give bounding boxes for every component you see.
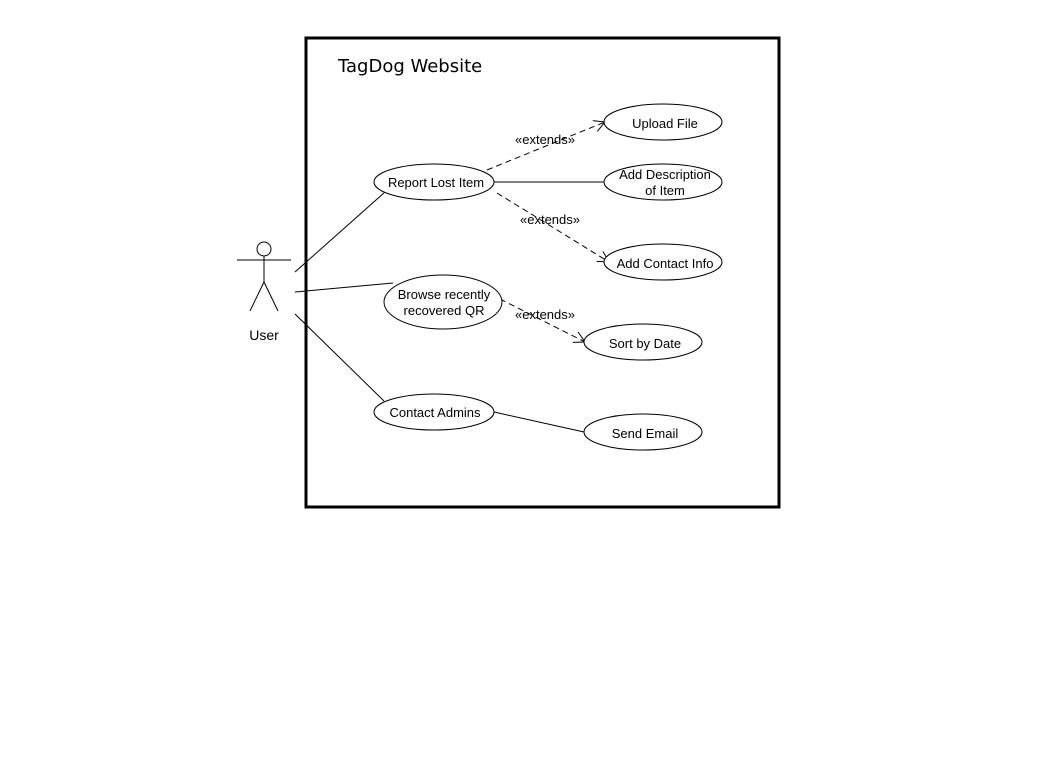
extends-label-contact-info: «extends» (520, 212, 580, 227)
system-boundary (304, 36, 781, 509)
assoc-contact-email (493, 411, 585, 433)
use-case-label: Upload File (632, 116, 698, 131)
actor-leg-left (249, 281, 265, 312)
use-case-label: Report Lost Item (388, 175, 484, 190)
actor-leg-right (263, 281, 279, 312)
use-case-add-description: Add Description of Item (603, 163, 723, 201)
system-title: TagDog Website (337, 56, 482, 77)
use-case-report-lost-item: Report Lost Item (373, 163, 495, 201)
use-case-label: Contact Admins (389, 405, 481, 420)
use-case-add-contact-info: Add Contact Info (603, 243, 723, 281)
use-case-browse-recovered: Browse recently recovered QR (383, 274, 503, 330)
assoc-user-contact (294, 313, 385, 402)
extends-arrow-sort (499, 298, 585, 342)
actor-user: User (237, 241, 291, 343)
use-case-label: Add Contact Info (617, 256, 714, 271)
use-case-upload-file: Upload File (603, 103, 723, 141)
use-case-label-line2: of Item (645, 183, 685, 198)
use-case-label: Sort by Date (609, 336, 681, 351)
assoc-user-report (294, 191, 386, 273)
use-case-sort-by-date: Sort by Date (583, 323, 703, 361)
use-case-label: Send Email (612, 426, 679, 441)
extends-arrow-contact-info (496, 192, 609, 262)
use-case-label-line2: recovered QR (404, 303, 485, 318)
actor-head (256, 241, 272, 257)
extends-arrow-upload (486, 122, 605, 171)
actor-label: User (249, 327, 279, 343)
use-case-label-line1: Add Description (619, 167, 711, 182)
extends-label-upload: «extends» (515, 132, 575, 147)
use-case-label-line1: Browse recently (398, 287, 491, 302)
use-case-contact-admins: Contact Admins (373, 393, 495, 431)
extends-label-sort: «extends» (515, 307, 575, 322)
use-case-send-email: Send Email (583, 413, 703, 451)
assoc-user-browse (294, 282, 394, 293)
